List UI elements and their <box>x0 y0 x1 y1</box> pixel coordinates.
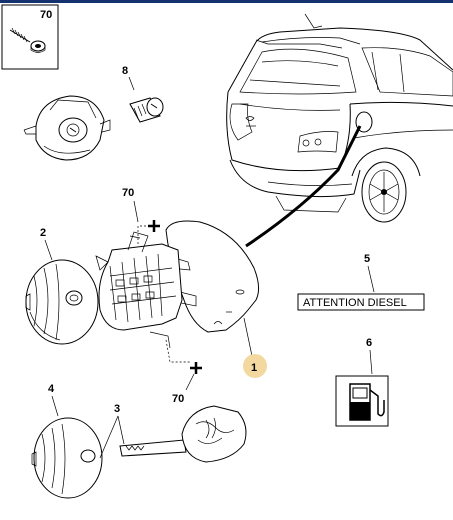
label-5-label: 5 <box>364 253 370 265</box>
label-5[interactable]: 5 ATTENTION DIESEL <box>297 253 425 311</box>
fuel-cap-4[interactable]: 4 <box>31 383 103 499</box>
cap-lock-housing <box>23 95 111 161</box>
attention-diesel-text: ATTENTION DIESEL <box>303 297 407 309</box>
screw-70-box-label: 70 <box>40 9 52 21</box>
screw-70-lower[interactable]: 70 <box>165 339 202 405</box>
lock-8-label: 8 <box>122 65 128 77</box>
plus-marker-icon <box>148 220 160 232</box>
header-bar <box>0 0 453 3</box>
lock-barrel-8[interactable]: 8 <box>122 65 164 123</box>
attention-diesel-sticker <box>297 293 425 311</box>
car-illustration <box>226 13 453 248</box>
cap-2-label: 2 <box>40 227 46 239</box>
cap-4-label: 4 <box>48 383 55 395</box>
fuel-flap-assembly-1[interactable]: 1 <box>95 220 267 378</box>
screw-70-box[interactable]: 70 <box>1 4 59 70</box>
fuel-pictogram-6[interactable]: 6 <box>335 337 389 427</box>
flap-1-label: 1 <box>251 362 257 374</box>
screw-70-upper[interactable]: 70 <box>122 187 160 246</box>
pictogram-6-label: 6 <box>366 337 372 349</box>
screw-icon <box>9 27 46 53</box>
fuel-pump-icon <box>349 383 385 421</box>
key-3[interactable]: 3 <box>99 403 247 463</box>
screw-70-upper-label: 70 <box>122 187 134 199</box>
plus-marker-icon <box>190 362 202 374</box>
fuel-cap-2[interactable]: 2 <box>25 227 99 345</box>
callout-1-highlight <box>243 354 267 378</box>
key-3-label: 3 <box>114 403 120 415</box>
screw-70-lower-label: 70 <box>172 393 184 405</box>
